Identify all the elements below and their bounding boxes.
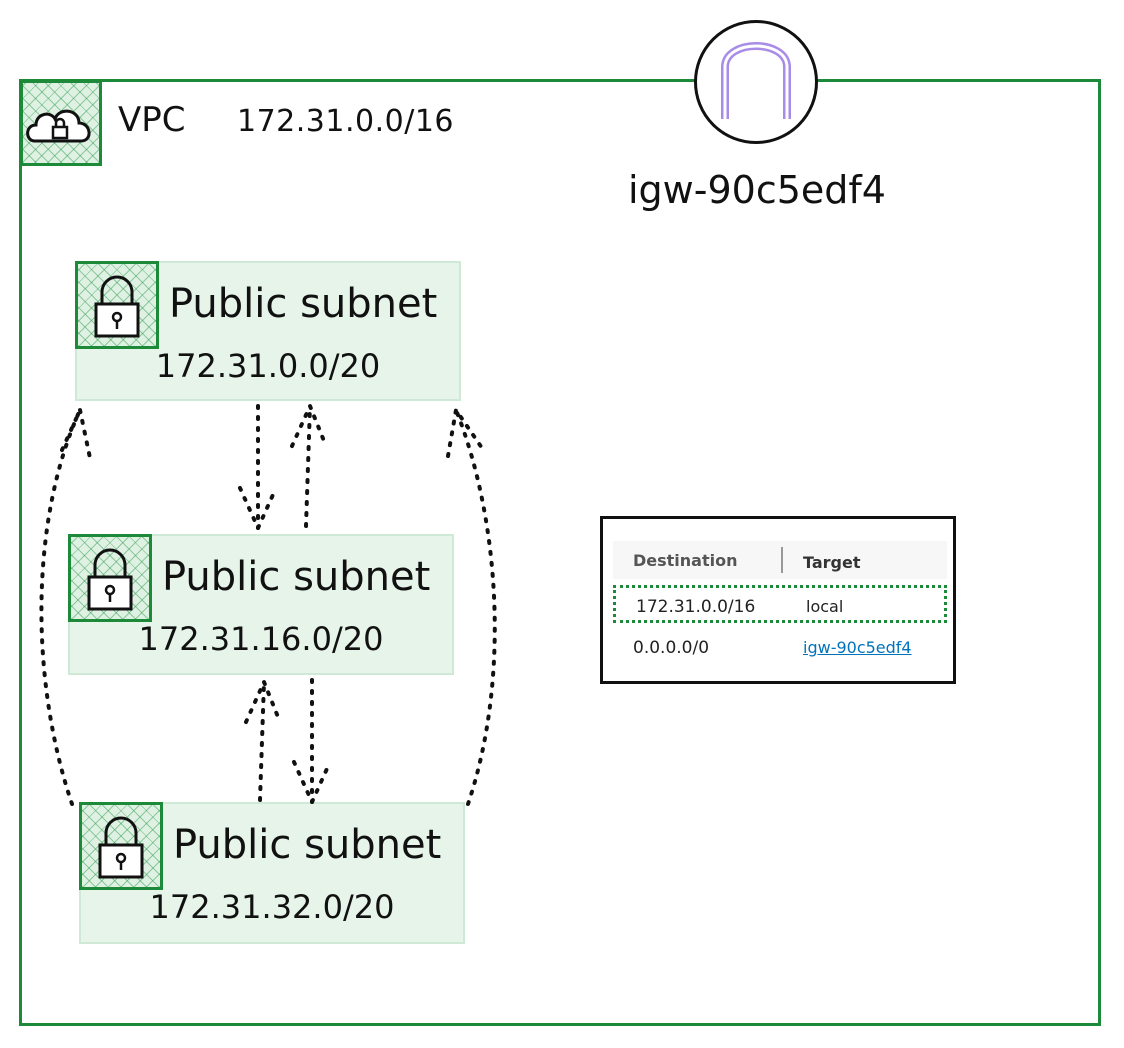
subnet-cidr: 172.31.32.0/20 (149, 888, 395, 926)
route-target: local (806, 597, 844, 616)
igw-target-link[interactable]: igw-90c5edf4 (803, 638, 912, 657)
vpc-cidr: 172.31.0.0/16 (237, 104, 454, 139)
padlock-icon (75, 261, 159, 349)
route-destination: 0.0.0.0/0 (633, 638, 710, 658)
public-subnet-2: Public subnet 172.31.16.0/20 (68, 534, 454, 675)
arrow-s3-to-s1-left (39, 408, 82, 806)
subnet-title: Public subnet (162, 554, 431, 600)
vpc-label: VPC (118, 100, 186, 140)
arrowhead (60, 403, 92, 460)
vpc-container (19, 79, 1101, 1026)
public-subnet-1: Public subnet 172.31.0.0/20 (75, 261, 461, 401)
cloud-lock-icon (20, 80, 102, 166)
arrowhead (292, 760, 332, 807)
route-row-highlighted: 172.31.0.0/16 local (613, 585, 947, 623)
subnet-title: Public subnet (169, 281, 438, 327)
route-destination: 172.31.0.0/16 (636, 597, 756, 617)
arrow-s3-to-s2 (258, 680, 266, 802)
arrow-s2-to-s1 (304, 404, 312, 528)
subnet-cidr: 172.31.16.0/20 (138, 620, 384, 658)
public-subnet-3: Public subnet 172.31.32.0/20 (79, 802, 465, 944)
padlock-icon (79, 802, 163, 890)
header-destination: Destination (633, 551, 738, 570)
route-table-header: Destination Target (613, 541, 947, 579)
arrowhead (244, 676, 282, 724)
arrow-s3-to-s1-right (454, 408, 497, 806)
arrowhead (290, 400, 328, 448)
route-row: 0.0.0.0/0 igw-90c5edf4 (613, 629, 947, 667)
padlock-icon (68, 534, 152, 622)
subnet-cidr: 172.31.0.0/20 (155, 347, 381, 385)
header-divider (781, 547, 783, 573)
route-table: Destination Target 172.31.0.0/16 local 0… (600, 516, 956, 684)
subnet-title: Public subnet (173, 822, 442, 868)
header-target: Target (803, 553, 861, 572)
internet-gateway-icon (694, 20, 818, 144)
arrowhead (238, 486, 278, 533)
igw-label: igw-90c5edf4 (628, 168, 886, 212)
arrowhead (446, 404, 484, 458)
